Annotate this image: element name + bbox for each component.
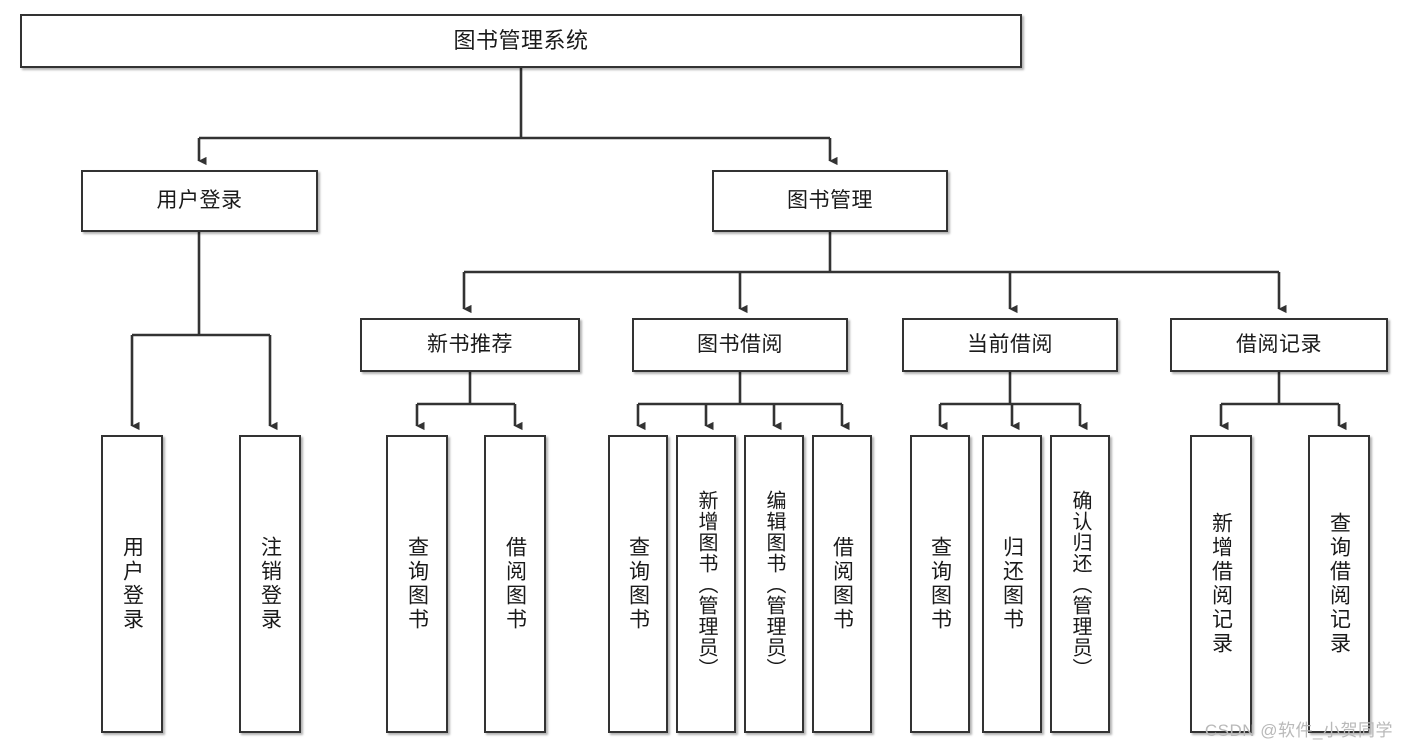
node-label-leaf-borrow-book: 借阅图书 xyxy=(830,536,854,632)
node-leaf-add-book-admin[interactable]: 新增图书（管理员） xyxy=(676,435,736,733)
csdn-watermark: CSDN @软件_小贺同学 xyxy=(1204,721,1393,740)
node-leaf-add-record[interactable]: 新增借阅记录 xyxy=(1190,435,1252,733)
node-label-user-login: 用户登录 xyxy=(156,188,243,212)
node-leaf-query-book-cur[interactable]: 查询图书 xyxy=(910,435,970,733)
node-label-leaf-query-book-rec: 查询图书 xyxy=(405,536,429,632)
node-book-manage[interactable]: 图书管理 xyxy=(712,170,948,232)
node-leaf-borrow-book[interactable]: 借阅图书 xyxy=(812,435,872,733)
node-leaf-query-record[interactable]: 查询借阅记录 xyxy=(1308,435,1370,733)
node-label-leaf-query-record: 查询借阅记录 xyxy=(1327,512,1351,656)
node-label-book-manage: 图书管理 xyxy=(787,188,873,212)
node-new-book-rec[interactable]: 新书推荐 xyxy=(360,318,580,372)
node-leaf-query-book-borrow[interactable]: 查询图书 xyxy=(608,435,668,733)
node-borrow-record[interactable]: 借阅记录 xyxy=(1170,318,1388,372)
node-current-borrow[interactable]: 当前借阅 xyxy=(902,318,1118,372)
node-label-leaf-logout: 注销登录 xyxy=(258,536,282,632)
node-label-borrow-record: 借阅记录 xyxy=(1236,332,1322,356)
node-user-login[interactable]: 用户登录 xyxy=(81,170,318,232)
node-leaf-return-book[interactable]: 归还图书 xyxy=(982,435,1042,733)
node-leaf-query-book-rec[interactable]: 查询图书 xyxy=(386,435,448,733)
node-label-leaf-confirm-return-admin: 确认归还（管理员） xyxy=(1069,489,1091,679)
node-label-leaf-add-record: 新增借阅记录 xyxy=(1209,512,1233,656)
node-label-leaf-user-login: 用户登录 xyxy=(120,536,144,632)
node-label-book-borrow: 图书借阅 xyxy=(697,332,783,356)
node-leaf-edit-book-admin[interactable]: 编辑图书（管理员） xyxy=(744,435,804,733)
node-leaf-borrow-book-rec[interactable]: 借阅图书 xyxy=(484,435,546,733)
node-leaf-logout[interactable]: 注销登录 xyxy=(239,435,301,733)
node-label-leaf-return-book: 归还图书 xyxy=(1000,536,1024,632)
node-label-current-borrow: 当前借阅 xyxy=(967,332,1053,356)
node-label-leaf-query-book-borrow: 查询图书 xyxy=(626,536,650,632)
node-label-leaf-add-book-admin: 新增图书（管理员） xyxy=(695,489,717,679)
node-book-borrow[interactable]: 图书借阅 xyxy=(632,318,848,372)
node-label-leaf-borrow-book-rec: 借阅图书 xyxy=(503,536,527,632)
node-label-new-book-rec: 新书推荐 xyxy=(427,332,513,356)
node-root-system[interactable]: 图书管理系统 xyxy=(20,14,1022,68)
node-leaf-user-login[interactable]: 用户登录 xyxy=(101,435,163,733)
node-label-leaf-edit-book-admin: 编辑图书（管理员） xyxy=(763,489,785,679)
node-label-leaf-query-book-cur: 查询图书 xyxy=(928,536,952,632)
node-label-root: 图书管理系统 xyxy=(453,28,589,54)
node-leaf-confirm-return-admin[interactable]: 确认归还（管理员） xyxy=(1050,435,1110,733)
